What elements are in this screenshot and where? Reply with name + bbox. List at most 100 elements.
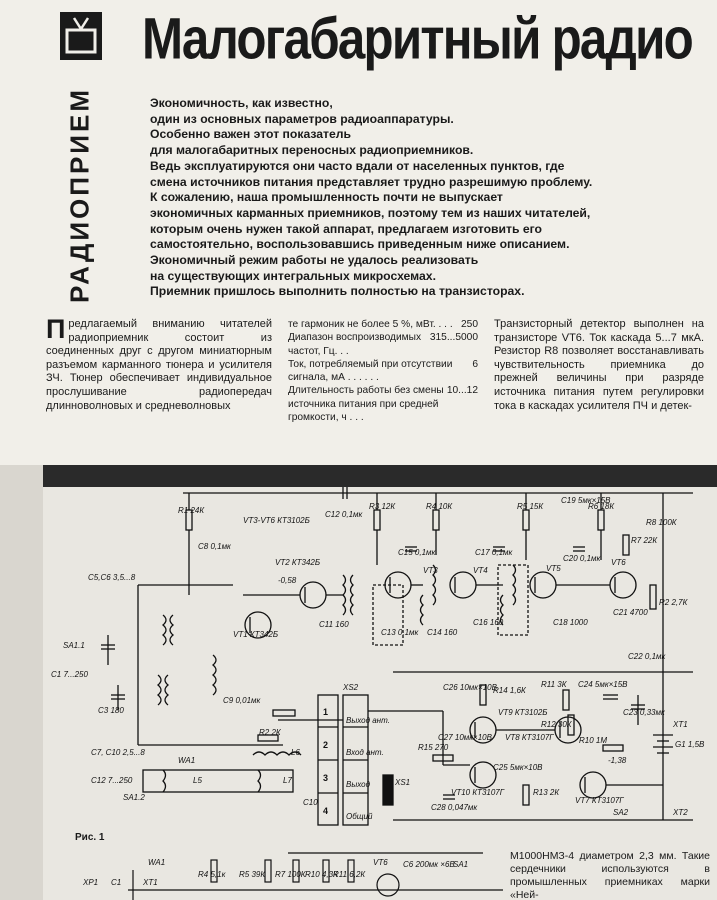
drop-cap: П	[46, 318, 66, 344]
fig2-r10: R10 4,3К	[305, 870, 339, 879]
fig2-r7: R7 100К	[275, 870, 307, 879]
label-vt7: VT7 КТ3107Г	[575, 796, 624, 805]
label-voltage-138: -1,38	[608, 756, 627, 765]
label-c27: C27 10мк×10В	[438, 733, 493, 742]
lead-paragraph: Экономичность, как известно, один из осн…	[150, 96, 710, 300]
fig2-r11: R11 6,2К	[333, 870, 366, 879]
pin-3: 3	[323, 773, 328, 783]
lead-line: Ведь эксплуатируются они часто вдали от …	[150, 158, 565, 173]
label-r8: R8 100К	[646, 518, 678, 527]
pin-label-3: Выход	[346, 780, 371, 789]
label-r13: R13 2К	[533, 788, 560, 797]
spec-label: те гармоник не более 5 %, мВт. . . .	[288, 319, 453, 330]
lead-line: Особенно важен этот показатель	[150, 127, 352, 142]
label-r10: R10 1М	[579, 736, 607, 745]
pin-2: 2	[323, 740, 328, 750]
label-vt1: VT1 КТ342Б	[233, 630, 278, 639]
fig2-r4: R4 5,1к	[198, 870, 227, 879]
label-c19: C19 5мк×15В	[561, 496, 611, 505]
circuit-schematic: R1 24К VT3-VT6 КТ3102Б C12 0,1мк R3 12К …	[43, 465, 717, 900]
label-vt5: VT5	[546, 564, 561, 573]
spec-row: Диапазон воспроизводимых частот, Гц. . .…	[288, 331, 478, 358]
label-r1: R1 24К	[178, 506, 205, 515]
label-c21: C21 4700	[613, 608, 648, 617]
pin-4: 4	[323, 806, 328, 816]
label-c10: C10	[303, 798, 318, 807]
fig2-vt6: VT6	[373, 858, 388, 867]
label-l5: L5	[193, 776, 202, 785]
fig2-r5: R5 39К	[239, 870, 266, 879]
label-xt1: XT1	[672, 720, 688, 729]
lead-line: на существующих интегральных микросхемах…	[150, 268, 436, 283]
spec-value: 315...5000	[429, 332, 478, 344]
lead-line: самостоятельно, воспользовавшись приведе…	[150, 237, 570, 252]
label-g1: G1 1,5В	[675, 740, 705, 749]
label-l6: L6	[291, 748, 300, 757]
body-column-4: М1000НМЗ-4 диаметром 2,3 мм. Такие серде…	[510, 850, 710, 900]
label-c18: C18 1000	[553, 618, 588, 627]
label-vt4: VT4	[473, 566, 488, 575]
specs-column: те гармоник не более 5 %, мВт. . . .250 …	[288, 318, 478, 436]
label-c9: C9 0,01мк	[223, 696, 262, 705]
label-c3: C3 180	[98, 706, 124, 715]
lead-line: экономичных карманных приемников, поэтом…	[150, 205, 591, 220]
tv-icon	[60, 12, 102, 60]
schematic-drawing: R1 24К VT3-VT6 КТ3102Б C12 0,1мк R3 12К …	[43, 465, 717, 900]
fig2-c1: C1	[111, 878, 121, 887]
fig2-c6: C6 200мк ×6В	[403, 860, 455, 869]
label-vt8: VT8 КТ3107Г	[505, 733, 554, 742]
label-vt10: VT10 КТ3107Г	[451, 788, 505, 797]
body-text: М1000НМЗ-4 диаметром 2,3 мм. Такие серде…	[510, 850, 710, 900]
body-text: редлагаемый вниманию читателей радиоприе…	[46, 318, 272, 412]
fig2-sa1: SA1	[453, 860, 468, 869]
lead-line: Приемник пришлось выполнить полностью на…	[150, 284, 525, 299]
label-c7c10: C7, C10 2,5...8	[91, 748, 145, 757]
spec-row: Длительность работы без смены источника …	[288, 384, 478, 424]
label-c16: C16 160	[473, 618, 504, 627]
rubric-label: РАДИОПРИЕМ	[64, 87, 95, 303]
label-c12-tuning: C12 7...250	[91, 776, 133, 785]
top-dark-band	[43, 465, 717, 487]
label-r5: R5 15К	[517, 502, 544, 511]
label-l7: L7	[283, 776, 292, 785]
label-c8: C8 0,1мк	[198, 542, 232, 551]
figure-caption: Рис. 1	[75, 832, 105, 843]
lead-line: К сожалению, наша промышленность почти н…	[150, 190, 503, 205]
lead-line: которым очень нужен такой аппарат, предл…	[150, 221, 542, 236]
label-xt2: XT2	[672, 808, 688, 817]
label-xs2: XS2	[342, 683, 359, 692]
label-r4: R4 10К	[426, 502, 453, 511]
label-r7: R7 22К	[631, 536, 658, 545]
fig2-wa1: WA1	[148, 858, 165, 867]
spec-value: 6	[472, 358, 478, 370]
label-r11: R11 3К	[541, 680, 568, 689]
label-vt9: VT9 КТ3102Б	[498, 708, 548, 717]
label-vt2: VT2 КТ342Б	[275, 558, 320, 567]
label-r14: R14 1,6К	[493, 686, 527, 695]
label-c28: C28 0,047мк	[431, 803, 478, 812]
label-c15: C15 0,1мк	[398, 548, 437, 557]
pin-1: 1	[323, 707, 328, 717]
label-voltage-058: -0,58	[278, 576, 297, 585]
lead-line: для малогабаритных переносных радиоприем…	[150, 143, 474, 158]
label-c22: C22 0,1мк	[628, 652, 667, 661]
label-r12: R12 30К	[541, 720, 573, 729]
label-r2-2k: R2 2К	[259, 728, 282, 737]
label-vt3: VT3	[423, 566, 438, 575]
label-r3: R3 12К	[369, 502, 396, 511]
lead-line: Экономичность, как известно,	[150, 96, 333, 110]
label-c5c6: C5,C6 3,5...8	[88, 573, 136, 582]
article-title: Малогабаритный радио	[142, 6, 694, 72]
spec-row: те гармоник не более 5 %, мВт. . . .250	[288, 318, 478, 331]
label-sa11: SA1.1	[63, 641, 85, 650]
label-vt6: VT6	[611, 558, 626, 567]
label-vt3-vt6: VT3-VT6 КТ3102Б	[243, 516, 310, 525]
spec-row: Ток, потребляемый при отсутствии сигнала…	[288, 358, 478, 385]
pin-label-2: Вход ант.	[346, 748, 384, 757]
label-c20: C20 0,1мк	[563, 554, 602, 563]
label-sa2: SA2	[613, 808, 629, 817]
body-text: Транзисторный детектор выполнен на транз…	[494, 318, 704, 412]
label-r2-27k: R2 2,7К	[659, 598, 689, 607]
